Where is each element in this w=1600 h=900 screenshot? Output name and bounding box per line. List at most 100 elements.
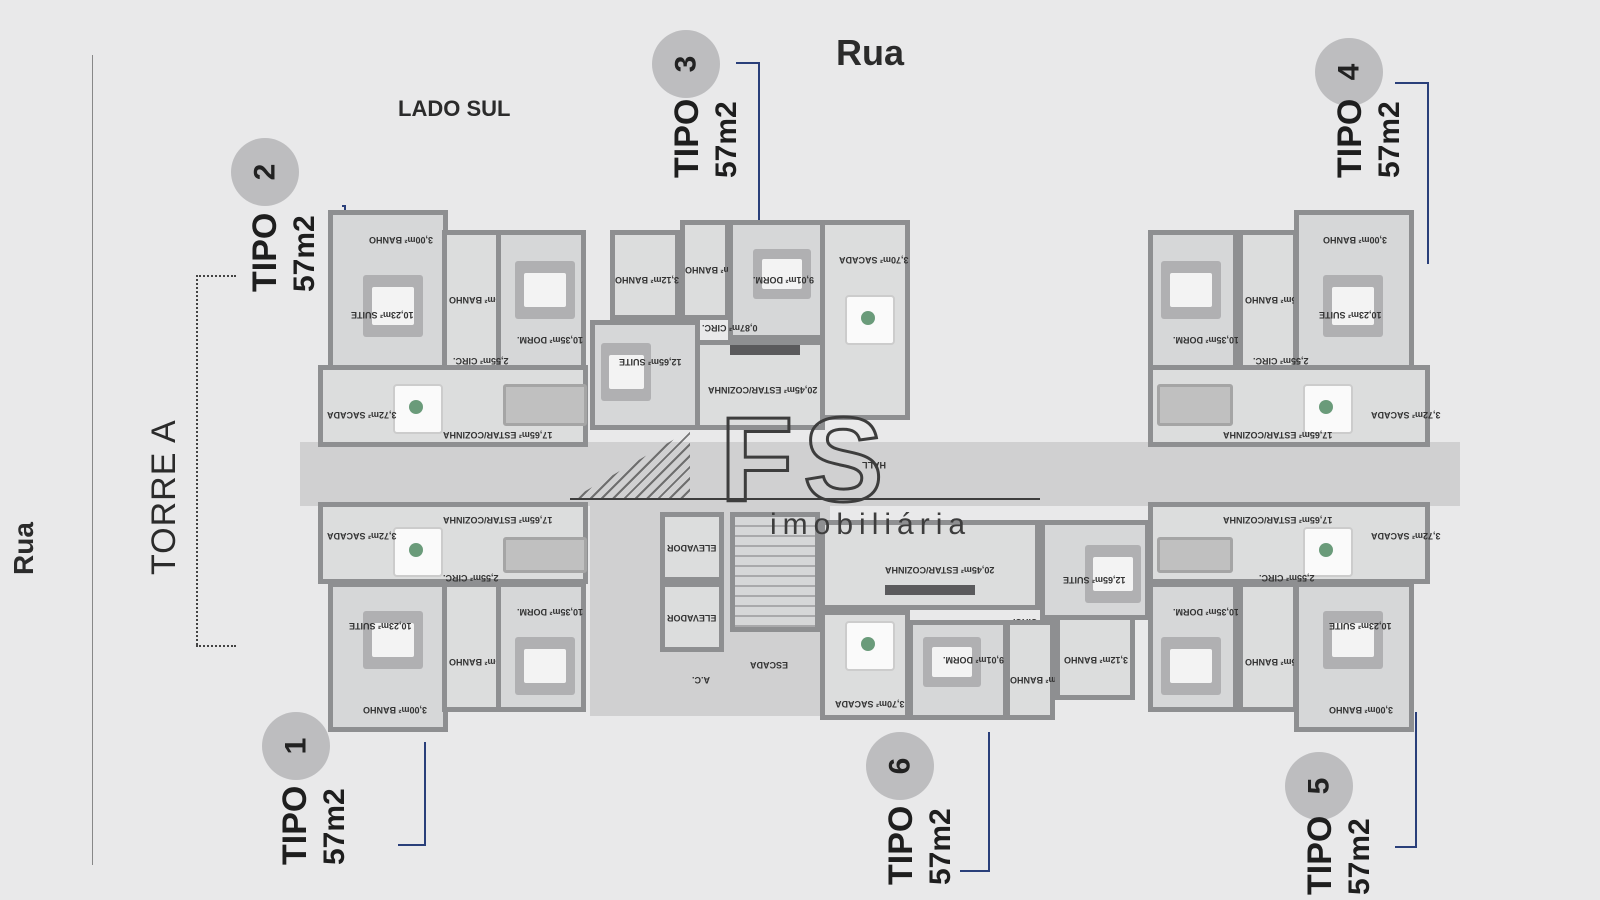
bed xyxy=(753,249,811,299)
room-label: 10,35m² DORM. xyxy=(1173,335,1240,345)
bed xyxy=(363,275,423,337)
room-label: ELEVADOR xyxy=(667,613,717,623)
kitchen-counter xyxy=(885,585,975,595)
unit-badge-3: 3 xyxy=(652,30,720,98)
elevator-1: ELEVADOR xyxy=(660,512,724,582)
dining-table xyxy=(845,621,895,671)
room-label: 17,65m² ESTAR/COZINHA xyxy=(443,430,553,440)
unit3-dorm: 9,01m² DORM. xyxy=(728,220,828,340)
room-label: 3,72m² SACADA xyxy=(327,531,397,541)
logo-underline xyxy=(570,498,1040,500)
leader-3 xyxy=(736,62,760,224)
tower-bracket-top xyxy=(196,275,236,277)
room-label: 2,55m² CIRC. xyxy=(453,356,509,366)
leader-1 xyxy=(398,742,426,846)
unit5-dorm: 10,35m² DORM. xyxy=(1148,582,1239,712)
sofa xyxy=(1157,537,1233,573)
bed xyxy=(363,611,423,669)
room-label: 20,45m² ESTAR/COZINHA xyxy=(885,565,995,575)
room-label: 3,00m² BANHO xyxy=(363,705,428,715)
bed xyxy=(1161,261,1221,319)
leader-4 xyxy=(1395,82,1429,264)
unit-badge-5: 5 xyxy=(1285,752,1353,820)
sofa xyxy=(503,384,587,426)
logo-stripes xyxy=(570,430,690,500)
leader-6 xyxy=(960,732,990,872)
bed xyxy=(1161,637,1221,695)
logo-mark: FS xyxy=(718,393,894,527)
street-label-top: Rua xyxy=(836,32,905,73)
room-label: 2,55m² CIRC. xyxy=(1253,356,1309,366)
unit3-bath2: 2,82m² BANHO xyxy=(680,220,749,320)
unit5-living: 17,65m² ESTAR/COZINHA 3,72m² SACADA xyxy=(1148,502,1441,584)
room-label: 12,65m² SUITE xyxy=(1063,575,1126,585)
elevator-2: ELEVADOR xyxy=(660,582,724,652)
room-label: 3,72m² SACADA xyxy=(1371,531,1441,541)
bed xyxy=(1323,611,1383,669)
unit3-balcony: 3,70m² SACADA xyxy=(820,220,910,420)
side-label: LADO SUL xyxy=(398,96,511,121)
unit6-living: 20,45m² ESTAR/COZINHA xyxy=(820,520,1040,610)
unit4-bath: 4,25m² BANHO xyxy=(1238,230,1309,370)
room-label: 17,65m² ESTAR/COZINHA xyxy=(443,515,553,525)
room-label: 0,87m² CIRC. xyxy=(702,323,758,333)
tower-bracket-bottom xyxy=(196,645,236,647)
unit3-bath: 3,12m² BANHO xyxy=(610,230,680,320)
unit4-living: 17,65m² ESTAR/COZINHA 2,55m² CIRC. 3,72m… xyxy=(1148,356,1441,447)
unit1-living: 17,65m² ESTAR/COZINHA 3,72m² SACADA xyxy=(318,502,588,584)
room-label: 3,00m² BANHO xyxy=(369,235,434,245)
dining-table xyxy=(845,295,895,345)
unit2-suite: 10,23m² SUITE 3,00m² BANHO xyxy=(328,210,448,370)
room-label: 17,65m² ESTAR/COZINHA xyxy=(1223,430,1333,440)
unit5-suite: 10,23m² SUITE 3,00m² BANHO 2,55m² CIRC. xyxy=(1259,573,1414,732)
leader-2b xyxy=(342,205,346,207)
logo-name: imobiliária xyxy=(770,508,972,541)
unit6-bath2: 2,82m² BANHO xyxy=(1005,620,1074,720)
room-label: 10,23m² SUITE xyxy=(351,310,414,320)
bed xyxy=(515,637,575,695)
room-label: 3,70m² SACADA xyxy=(839,255,909,265)
bed xyxy=(601,343,651,401)
room-label: 3,12m² BANHO xyxy=(1064,655,1129,665)
unit3-living: 20,45m² ESTAR/COZINHA 0,87m² CIRC. xyxy=(695,323,825,430)
unit-badge-4: 4 xyxy=(1315,38,1383,106)
room-label: 3,00m² BANHO xyxy=(1329,705,1394,715)
unit-badge-1: 1 xyxy=(262,712,330,780)
unit6-dorm: 9,01m² DORM. 0,87m² CIRC. xyxy=(908,617,1069,720)
unit-badge-6: 6 xyxy=(866,732,934,800)
room-label: 3,70m² SACADA xyxy=(835,699,905,709)
bed xyxy=(923,637,981,687)
bed xyxy=(515,261,575,319)
tower-label: TORRE A xyxy=(145,419,183,575)
floor-plan: 10,23m² SUITE 3,00m² BANHO 4,25m² BANHO … xyxy=(300,210,1460,740)
room-label: 10,23m² SUITE xyxy=(1329,621,1392,631)
fs-imobiliaria-logo: FS imobiliária xyxy=(570,393,1040,550)
room-label: 2,55m² CIRC. xyxy=(1259,573,1315,583)
room-label: 10,23m² SUITE xyxy=(1319,310,1382,320)
room-label: 3,72m² SACADA xyxy=(1371,410,1441,420)
unit2-living: 17,65m² ESTAR/COZINHA 2,55m² CIRC. 3,72m… xyxy=(318,356,588,447)
sofa xyxy=(503,537,587,573)
room-label: 10,35m² DORM. xyxy=(517,335,584,345)
unit2-bath: 4,25m² BANHO xyxy=(442,230,513,370)
ac-label: A.C. xyxy=(692,675,710,685)
bed xyxy=(1085,545,1141,603)
kitchen-counter xyxy=(730,345,800,355)
room-label: 10,35m² DORM. xyxy=(517,607,584,617)
unit6-balcony: 3,70m² SACADA xyxy=(820,610,910,720)
staircase xyxy=(730,512,820,632)
leader-5 xyxy=(1395,712,1417,848)
room-label: 3,00m² BANHO xyxy=(1323,235,1388,245)
stair-label: ESCADA xyxy=(750,660,789,670)
dining-table xyxy=(1303,527,1353,577)
unit5-bath: 4,25m² BANHO xyxy=(1238,582,1309,712)
room-label: 3,72m² SACADA xyxy=(327,410,397,420)
unit1-bath: 4,25m² BANHO xyxy=(442,582,513,712)
unit3-suite: 12,65m² SUITE xyxy=(590,320,700,430)
room-label: 9,01m² DORM. xyxy=(943,655,1005,665)
unit-badge-2: 2 xyxy=(231,138,299,206)
unit6-suite: 12,65m² SUITE xyxy=(1040,520,1150,620)
